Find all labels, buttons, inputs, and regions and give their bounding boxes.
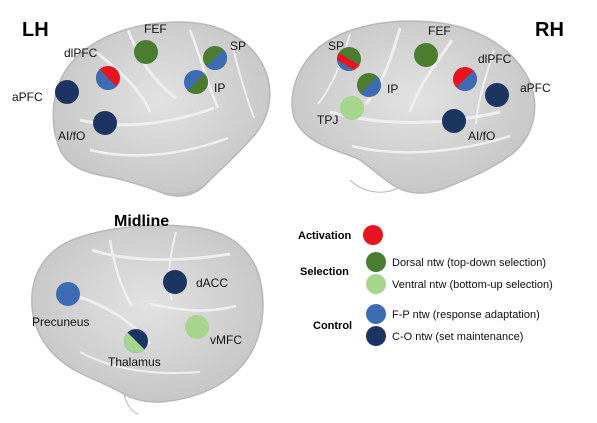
lh-node-label-aifo: AI/fO [58, 129, 85, 143]
dorsal-node-icon [134, 40, 158, 64]
lh-node-label-sp: SP [230, 39, 246, 53]
lh-node-label-ip: IP [214, 81, 225, 95]
co-node-icon [163, 270, 187, 294]
rh-panel: RH SP FEF dlPFC IP aPFC TPJ AI [291, 19, 564, 194]
dorsal-swatch-icon [366, 252, 386, 272]
fp-node-icon [56, 282, 80, 306]
split-node-icon [96, 66, 120, 90]
dorsal-node-icon [414, 43, 438, 67]
co-node-icon [55, 80, 79, 104]
lh-panel: LH FEF SP dlPFC IP aPFC AI/fO [12, 19, 271, 197]
co-node-icon [93, 111, 117, 135]
co-node-icon [442, 109, 466, 133]
activation-swatch-icon [363, 225, 383, 245]
split-node-icon [184, 70, 208, 94]
legend: Activation Selection Dorsal ntw (top-dow… [298, 225, 553, 346]
lh-node-label-dlpfc: dlPFC [64, 46, 98, 60]
rh-node-label-fef: FEF [428, 24, 451, 38]
legend-category-activation: Activation [298, 230, 351, 242]
legend-category-control: Control [313, 320, 352, 332]
midline-node-label-precuneus: Precuneus [32, 315, 89, 329]
rh-node-label-ip: IP [387, 82, 398, 96]
split-node-icon [453, 67, 477, 91]
rh-title: RH [535, 19, 564, 41]
split-node-icon [203, 46, 227, 70]
fp-swatch-icon [366, 304, 386, 324]
midline-node-label-vmfc: vMFC [210, 333, 242, 347]
co-node-icon [485, 83, 509, 107]
ventral-node-icon [340, 96, 364, 120]
midline-node-label-thalamus: Thalamus [108, 355, 161, 369]
ventral-swatch-icon [366, 274, 386, 294]
rh-node-label-aifo: AI/fO [468, 129, 495, 143]
lh-node-label-fef: FEF [144, 22, 167, 36]
ventral-node-icon [185, 315, 209, 339]
split-node-icon [124, 329, 148, 353]
midline-panel: Midline dACC Precuneus vMFC Thalamus [31, 213, 264, 415]
legend-category-selection: Selection [300, 266, 349, 278]
lh-title: LH [22, 19, 49, 41]
rh-node-label-tpj: TPJ [317, 113, 338, 127]
rh-node-label-sp: SP [328, 39, 344, 53]
legend-desc-dorsal: Dorsal ntw (top-down selection) [392, 257, 546, 269]
lh-node-label-apfc: aPFC [12, 90, 43, 104]
midline-title: Midline [114, 213, 169, 230]
legend-desc-ventral: Ventral ntw (bottom-up selection) [392, 279, 553, 291]
midline-node-label-dacc: dACC [196, 276, 228, 290]
rh-node-label-apfc: aPFC [520, 81, 551, 95]
legend-desc-fp: F-P ntw (response adaptation) [392, 309, 540, 321]
co-swatch-icon [366, 326, 386, 346]
rh-node-label-dlpfc: dlPFC [478, 52, 512, 66]
legend-desc-co: C-O ntw (set maintenance) [392, 331, 523, 343]
midline-brain-outline [31, 224, 264, 415]
split-node-icon [357, 73, 381, 97]
